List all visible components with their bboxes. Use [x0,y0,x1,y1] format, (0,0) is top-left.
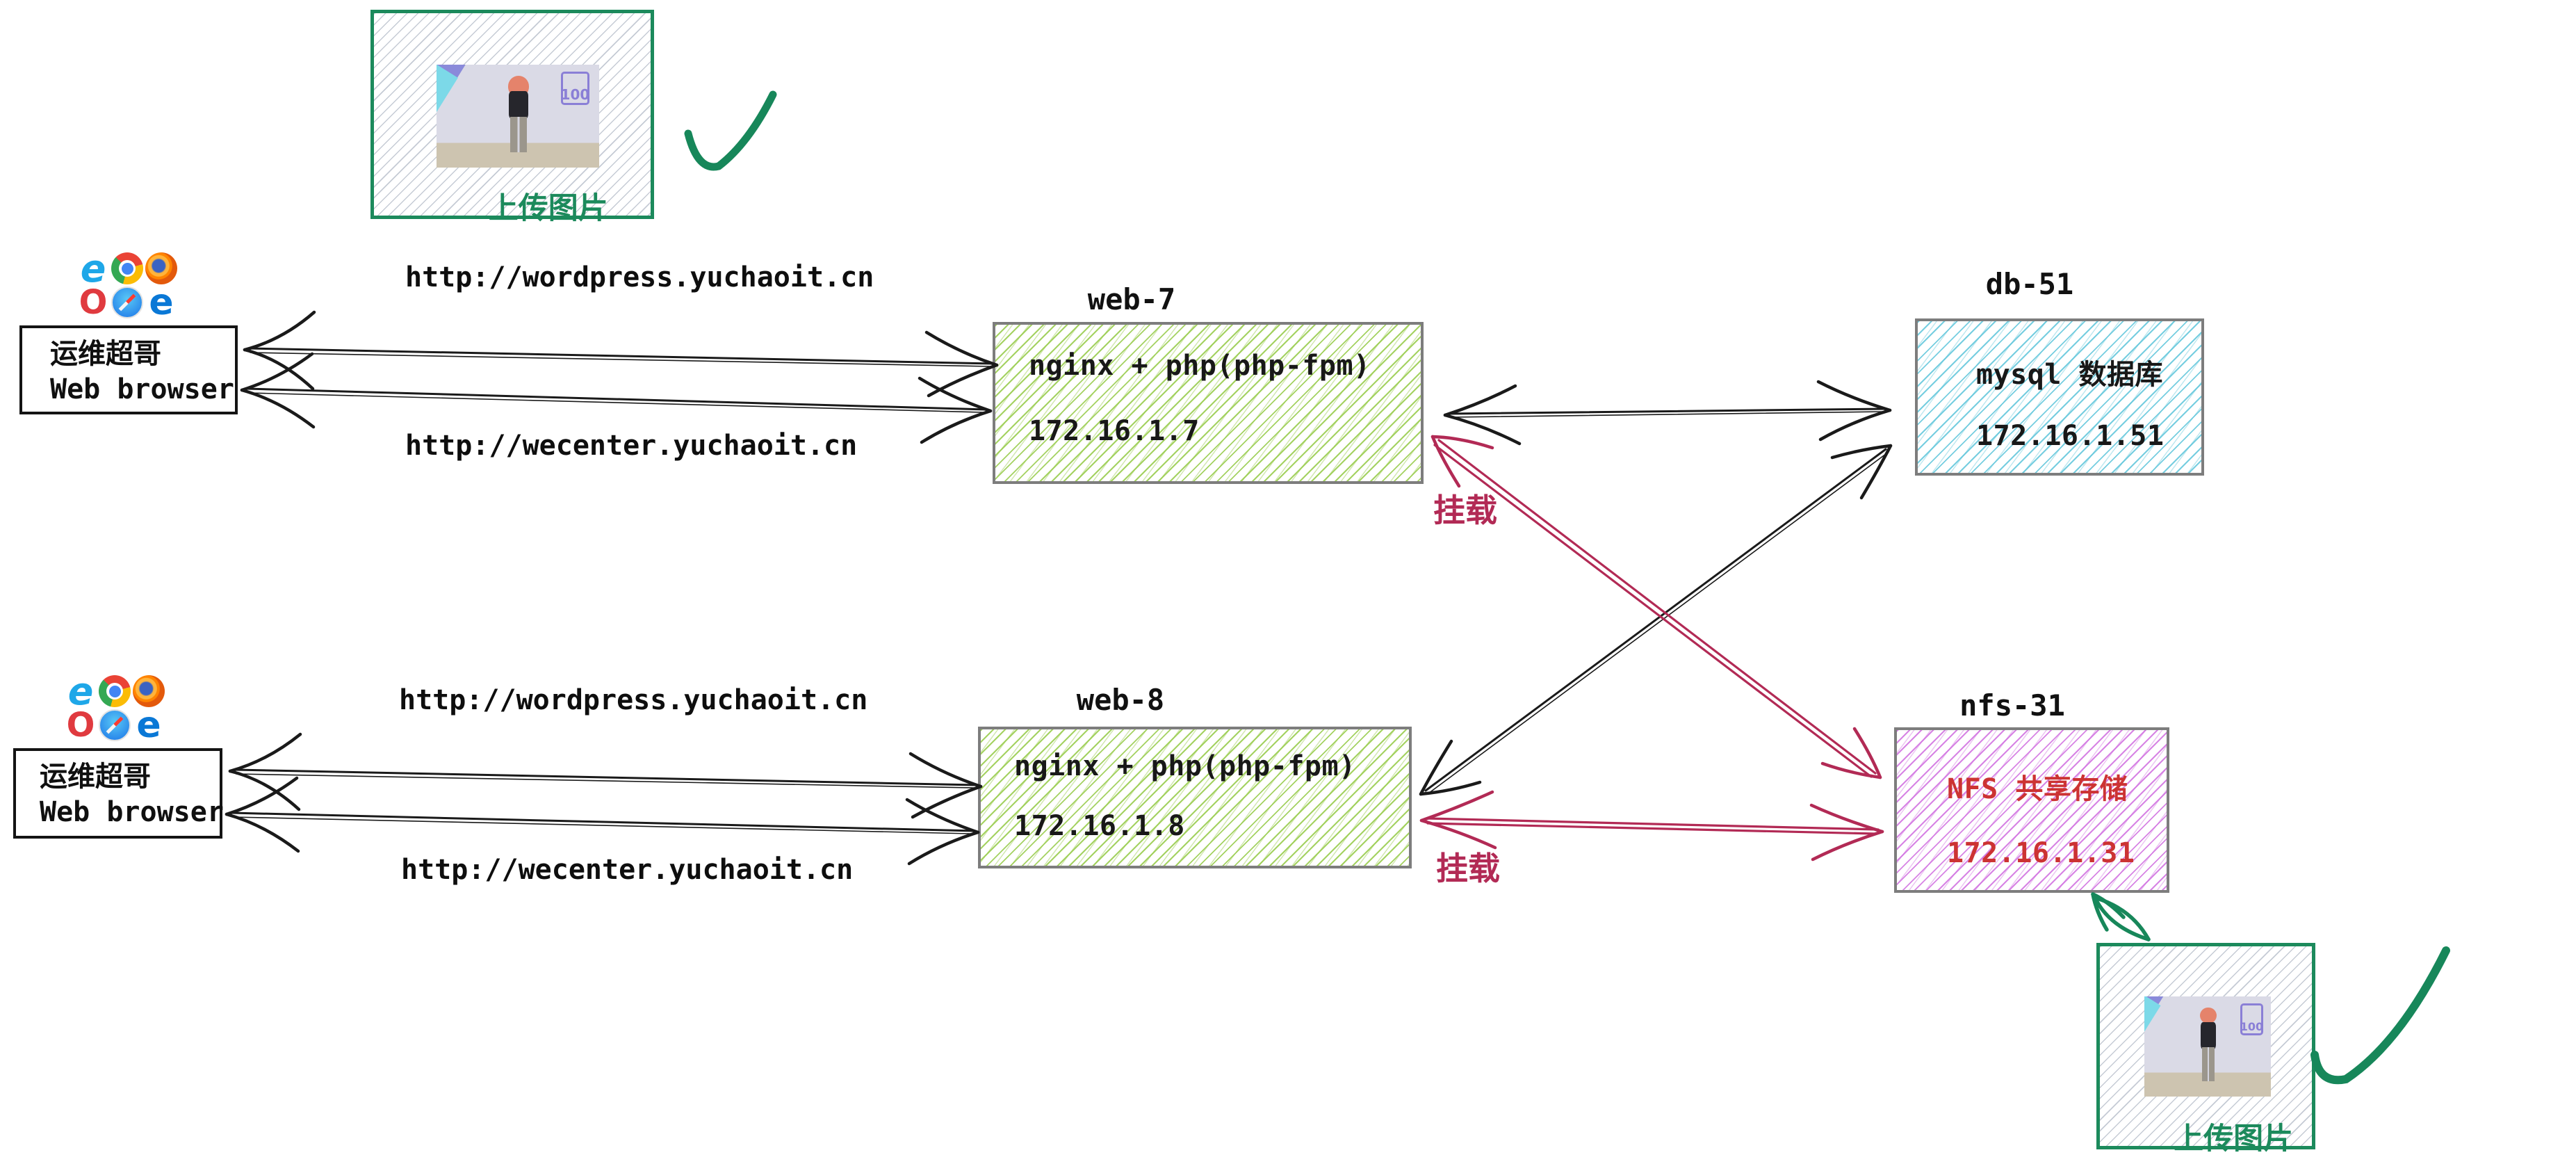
photo-person-head [2200,1007,2217,1024]
opera-icon: O [66,706,95,745]
url-wecenter-top: http://wecenter.yuchaoit.cn [405,430,858,462]
edge-icon: e [149,282,174,323]
web8-server-box: nginx + php(php-fpm) 172.16.1.8 [978,727,1412,868]
arrow-browser-top-web7-wecenter [240,352,993,444]
url-wecenter-bottom: http://wecenter.yuchaoit.cn [401,854,854,886]
web7-stack: nginx + php(php-fpm) [1029,350,1371,382]
checkmark-top [684,90,777,171]
db51-ip: 172.16.1.51 [1976,420,2165,452]
db51-server-box: mysql 数据库 172.16.1.51 [1915,318,2204,476]
chrome-icon [99,675,131,707]
browser-icons-bottom: e O e [63,669,167,746]
uploaded-photo: 100 [2144,996,2271,1097]
edge-icon: e [136,704,161,746]
web-browser-box-bottom: 运维超哥 Web browser [13,748,224,839]
photo-person-legs [2201,1047,2215,1082]
browser-icons-top: e O e [75,246,179,323]
firefox-icon [133,675,165,707]
nfs31-title: nfs-31 [1959,688,2065,722]
arrow-browser-top-web7-wordpress [243,310,999,398]
upload-image-label: 上传图片 [2174,1122,2294,1156]
url-wordpress-bottom: http://wordpress.yuchaoit.cn [399,684,868,716]
nfs31-server-box: NFS 共享存储 172.16.1.31 [1894,727,2169,893]
photo-logo-badge: 100 [2240,1003,2263,1036]
web8-ip: 172.16.1.8 [1014,810,1185,842]
upload-image-card-top: 100 上传图片 [370,10,654,226]
internet-explorer-icon: e [67,669,94,713]
photo-person-body [2200,1022,2216,1050]
browser-label: Web browser [40,796,224,828]
web-browser-box-top: 运维超哥 Web browser [19,325,238,414]
arrow-upload-nfs31 [2091,892,2151,941]
web7-server-box: nginx + php(php-fpm) 172.16.1.7 [993,322,1424,484]
web8-stack: nginx + php(php-fpm) [1014,750,1356,782]
web8-title: web-8 [1076,683,1165,717]
url-wordpress-top: http://wordpress.yuchaoit.cn [405,261,874,293]
uploaded-photo: 100 [437,65,599,168]
photo-person-legs [510,117,527,152]
photo-teal-stripe [437,65,458,168]
web7-ip: 172.16.1.7 [1029,415,1200,447]
internet-explorer-icon: e [80,246,106,291]
browser-user-label: 运维超哥 [50,338,161,370]
arrow-browser-bottom-web8-wordpress [228,732,983,819]
safari-icon [99,709,131,741]
checkmark-bottom [2310,946,2450,1085]
photo-person-body [509,91,529,120]
arrow-browser-bottom-web8-wecenter [225,776,980,866]
mount-label-web7: 挂载 [1433,492,1497,529]
photo-logo-badge: 100 [561,72,589,105]
upload-image-label: 上传图片 [488,191,608,226]
db51-service: mysql 数据库 [1976,359,2163,391]
safari-icon [111,286,143,318]
mount-label-web8: 挂载 [1436,850,1500,887]
nfs31-service: NFS 共享存储 [1947,773,2128,805]
nfs31-ip: 172.16.1.31 [1947,837,2135,869]
photo-teal-stripe [2144,996,2161,1097]
firefox-icon [145,252,177,284]
opera-icon: O [79,283,108,322]
browser-user-label: 运维超哥 [40,761,151,793]
web7-title: web-7 [1087,282,1176,316]
upload-image-card-bottom: 100 上传图片 [2096,943,2315,1156]
browser-label: Web browser [50,373,234,405]
arrow-web7-nfs31-mount [1430,435,1882,779]
arrow-web7-db51 [1443,380,1892,446]
db51-title: db-51 [1985,267,2074,301]
chrome-icon [111,252,143,284]
